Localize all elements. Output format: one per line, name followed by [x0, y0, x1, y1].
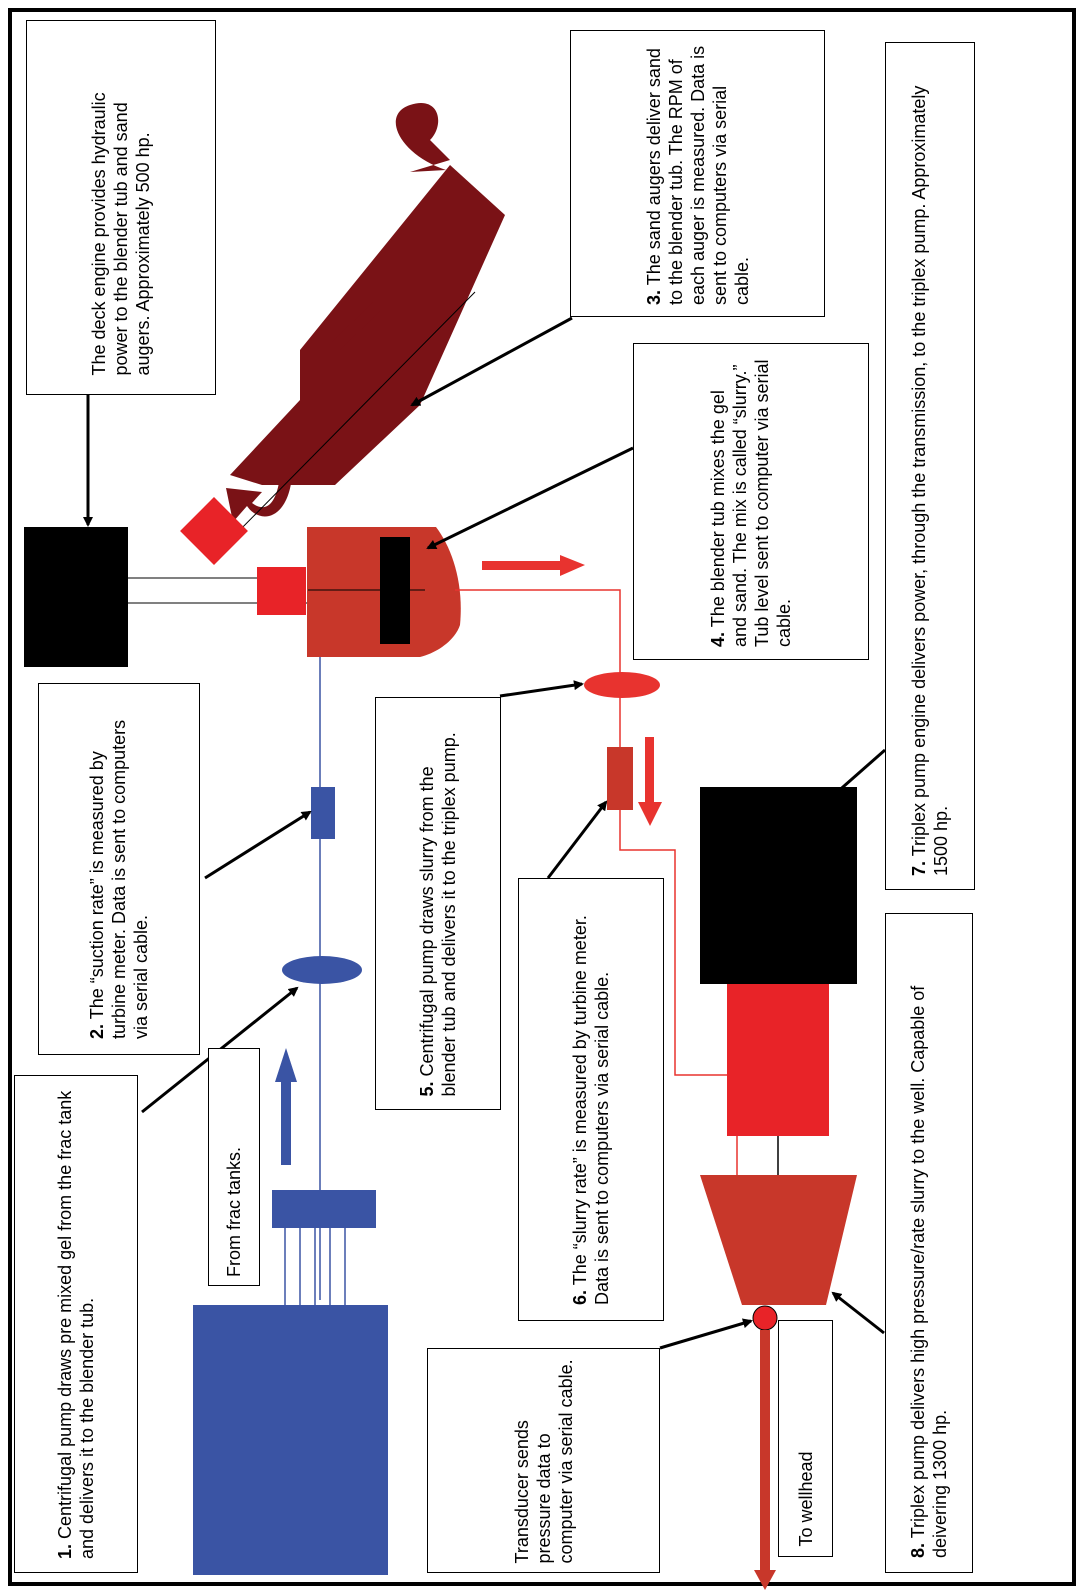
- note-2-text: The “suction rate” is measured by turbin…: [87, 719, 151, 1039]
- deck-engine-note: The deck engine provides hydraulic power…: [26, 20, 216, 395]
- triplex-transmission: [727, 984, 829, 1136]
- note-5-text: Centrifugal pump draws slurry from the b…: [417, 731, 459, 1096]
- pressure-transducer: [752, 1305, 778, 1331]
- gel-manifold: [272, 1190, 376, 1228]
- deck-engine: [24, 527, 128, 667]
- slurry-turbine-meter: [607, 747, 633, 810]
- note-2: 2. The “suction rate” is measured by tur…: [38, 683, 200, 1055]
- note-5-number: 5.: [417, 1080, 437, 1096]
- note-8: 8. Triplex pump delivers high pressure/r…: [885, 913, 973, 1573]
- sand-auger: [226, 103, 505, 522]
- note-6-number: 6.: [570, 1289, 590, 1305]
- note-7: 7. Triplex pump engine delivers power, t…: [885, 42, 975, 890]
- pointer-arrows: [83, 316, 886, 1350]
- note-4-text: The blender tub mixes the gel and sand. …: [708, 359, 794, 647]
- note-7-text: Triplex pump engine delivers power, thro…: [909, 85, 951, 876]
- wellhead-label-text: To wellhead: [795, 1450, 816, 1546]
- note-3-number: 3.: [643, 289, 664, 305]
- note-4: 4. The blender tub mixes the gel and san…: [633, 343, 869, 660]
- gel-flow-arrow: [275, 1048, 297, 1165]
- sand-flow-arrow: [322, 300, 383, 384]
- note-6-text: The “slurry rate” is measured by turbine…: [570, 914, 612, 1305]
- tub-motor: [257, 567, 306, 615]
- deck-engine-note-text: The deck engine provides hydraulic power…: [89, 91, 153, 375]
- note-1-text: Centrifugal pump draws pre mixed gel fro…: [55, 1090, 97, 1559]
- transducer-note-text: Transducer sends pressure data to comput…: [511, 1358, 576, 1563]
- wellhead-flow-arrow: [754, 1330, 776, 1590]
- manifold-lines: [284, 1228, 346, 1305]
- frac-tanks-label: From frac tanks.: [208, 1048, 260, 1286]
- slurry-centrifugal-pump: [584, 672, 660, 698]
- triplex-pump: [700, 1175, 857, 1305]
- note-4-number: 4.: [708, 631, 728, 647]
- wellhead-label: To wellhead: [778, 1320, 833, 1557]
- suction-turbine-meter: [311, 787, 335, 839]
- slurry-flow-arrow-top: [482, 555, 585, 576]
- frac-tank: [193, 1305, 388, 1575]
- frac-tanks-text: From frac tanks.: [224, 1146, 244, 1277]
- transducer-note: Transducer sends pressure data to comput…: [427, 1348, 660, 1573]
- note-8-text: Triplex pump delivers high pressure/rate…: [908, 985, 950, 1558]
- note-7-number: 7.: [909, 860, 929, 876]
- note-1-number: 1.: [55, 1543, 75, 1559]
- note-1: 1. Centrifugal pump draws pre mixed gel …: [14, 1075, 138, 1573]
- auger-shaft: [231, 291, 476, 539]
- triplex-engine: [700, 787, 857, 984]
- note-5: 5. Centrifugal pump draws slurry from th…: [375, 697, 501, 1110]
- note-3: 3. The sand augers deliver sand to the b…: [570, 30, 825, 317]
- note-8-number: 8.: [908, 1542, 928, 1558]
- diagram-frame: [8, 8, 1076, 1586]
- note-6: 6. The “slurry rate” is measured by turb…: [518, 878, 664, 1321]
- suction-centrifugal-pump: [282, 956, 362, 984]
- note-3-text: The sand augers deliver sand to the blen…: [643, 45, 752, 305]
- slurry-flow-arrow-right: [638, 737, 662, 826]
- note-2-number: 2.: [87, 1023, 107, 1039]
